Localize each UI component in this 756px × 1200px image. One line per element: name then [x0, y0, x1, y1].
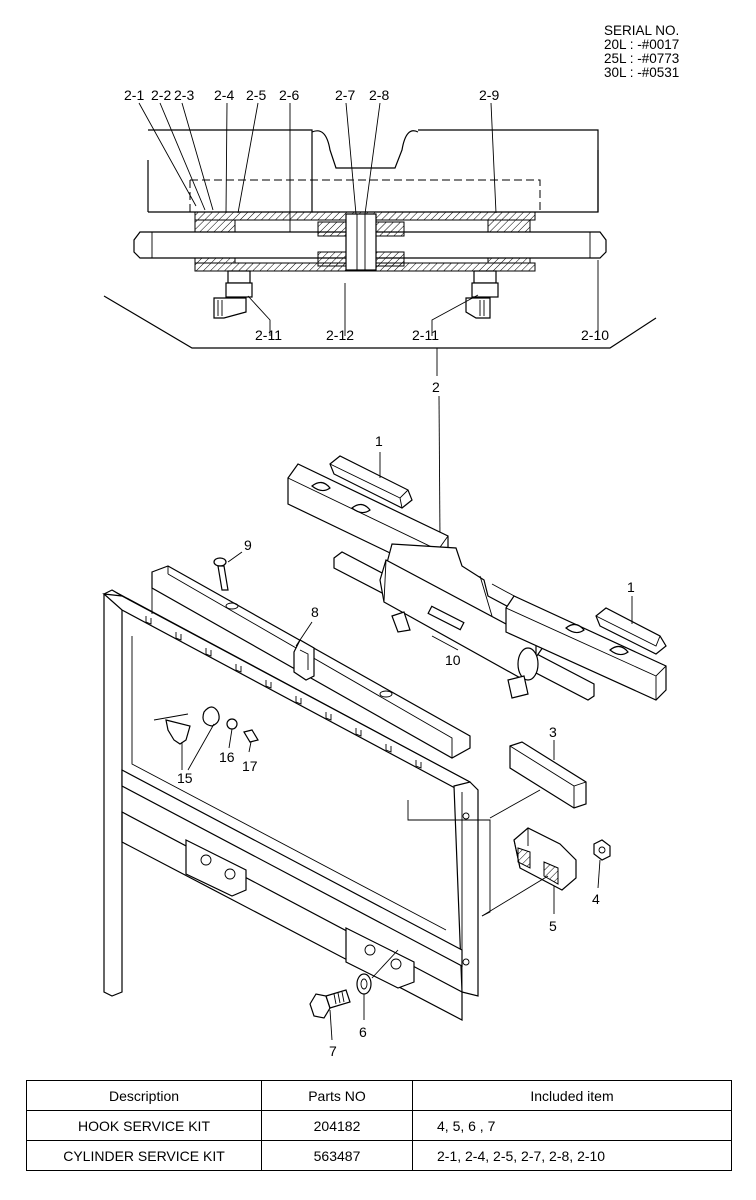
- bolt-17: [243, 729, 259, 743]
- callout-17: 17: [242, 758, 258, 774]
- back-plate: [151, 565, 471, 759]
- table-row: CYLINDER SERVICE KIT 563487 2-1, 2-4, 2-…: [26, 1140, 732, 1171]
- callout-10: 10: [445, 652, 461, 668]
- callout-2-2: 2-2: [151, 87, 171, 103]
- serial-number-block: SERIAL NO. 20L : -#0017 25L : -#0773 30L…: [604, 24, 679, 80]
- bolt-7: [309, 989, 351, 1019]
- serial-line-25l: 25L : -#0773: [604, 51, 680, 66]
- serial-line-20l: 20L : -#0017: [604, 37, 680, 52]
- callout-2-11-right: 2-11: [412, 327, 439, 343]
- hook-5: [513, 827, 577, 891]
- row-parts-no: 204182: [261, 1110, 413, 1141]
- hydraulic-fitting-right: [465, 270, 499, 319]
- callout-2-4: 2-4: [214, 87, 234, 103]
- callout-16: 16: [219, 749, 235, 765]
- callout-2-9: 2-9: [479, 87, 499, 103]
- callout-1-upper: 1: [375, 433, 383, 449]
- row-parts-no: 563487: [261, 1140, 413, 1171]
- callout-5: 5: [549, 918, 557, 934]
- callout-2-12: 2-12: [326, 327, 354, 343]
- service-kit-table: Description Parts NO Included item HOOK …: [26, 1080, 732, 1171]
- callout-2-1: 2-1: [124, 87, 144, 103]
- callout-3: 3: [549, 724, 557, 740]
- slide-pad-3: [509, 741, 587, 809]
- lower-bearing-plate: [505, 595, 667, 701]
- callout-2-8: 2-8: [369, 87, 389, 103]
- callout-8: 8: [311, 604, 319, 620]
- nut-4: [593, 839, 611, 861]
- hydraulic-fitting-left: [213, 270, 253, 319]
- callout-15: 15: [177, 770, 193, 786]
- callout-2-5: 2-5: [246, 87, 266, 103]
- callout-4: 4: [592, 891, 600, 907]
- callout-2-6: 2-6: [279, 87, 299, 103]
- cylinder-section-view: [103, 102, 657, 349]
- row-description: CYLINDER SERVICE KIT: [26, 1140, 262, 1171]
- header-description: Description: [26, 1080, 262, 1111]
- callout-1-lower: 1: [627, 579, 635, 595]
- callout-2: 2: [432, 379, 440, 395]
- sideshifter-exploded-diagram: 2-1 2-2 2-3 2-4 2-5 2-6 2-7 2-8 2-9 2-11…: [102, 87, 667, 1059]
- header-included-item: Included item: [412, 1080, 732, 1111]
- retainer-clip-15: [165, 706, 220, 745]
- table-row: HOOK SERVICE KIT 204182 4, 5, 6 , 7: [26, 1110, 732, 1141]
- bolt-9: [213, 557, 229, 591]
- serial-line-30l: 30L : -#0531: [604, 65, 680, 80]
- row-description: HOOK SERVICE KIT: [26, 1110, 262, 1141]
- callout-9: 9: [244, 537, 252, 553]
- fork-carriage-frame: [102, 589, 479, 1021]
- callout-7: 7: [329, 1043, 337, 1059]
- callout-2-3: 2-3: [174, 87, 194, 103]
- serial-heading: SERIAL NO.: [604, 23, 680, 38]
- header-parts-no: Parts NO: [261, 1080, 413, 1111]
- washer-16: [226, 718, 238, 730]
- callout-2-11-left: 2-11: [255, 327, 282, 343]
- callout-2-7: 2-7: [335, 87, 355, 103]
- callout-6: 6: [359, 1024, 367, 1040]
- row-included-item: 2-1, 2-4, 2-5, 2-7, 2-8, 2-10: [412, 1140, 732, 1171]
- washer-6: [356, 973, 372, 995]
- callout-2-10: 2-10: [581, 327, 609, 343]
- row-included-item: 4, 5, 6 , 7: [412, 1110, 732, 1141]
- table-header-row: Description Parts NO Included item: [26, 1080, 732, 1111]
